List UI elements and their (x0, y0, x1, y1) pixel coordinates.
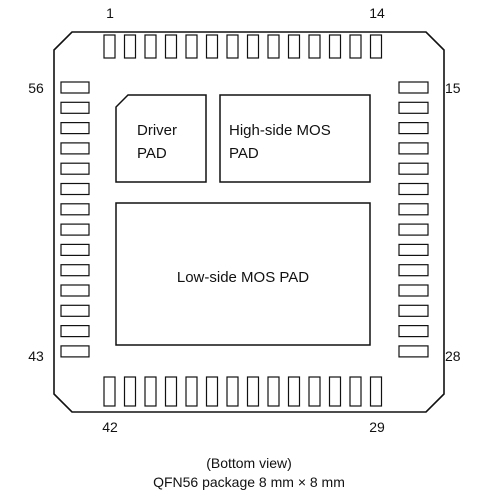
pin-18 (398, 142, 429, 155)
pin-42 (103, 376, 116, 407)
pin-36 (226, 376, 239, 407)
pin-51 (60, 182, 90, 196)
pin-label-28: 28 (445, 348, 461, 364)
pin-6 (205, 34, 219, 59)
pin-9 (267, 34, 280, 59)
pin-47 (60, 264, 90, 277)
pin-31 (328, 376, 342, 407)
high-side-mos-pad (219, 94, 371, 183)
pin-1 (103, 34, 116, 59)
pin-27 (398, 325, 429, 338)
caption-package: QFN56 package 8 mm × 8 mm (153, 474, 345, 490)
pin-49 (60, 223, 90, 236)
pin-34 (267, 376, 280, 407)
pin-38 (185, 376, 198, 407)
pin-13 (349, 34, 362, 59)
pin-43 (60, 345, 90, 358)
pin-33 (287, 376, 301, 407)
pin-row-top (103, 34, 383, 59)
pin-53 (60, 142, 90, 155)
pin-32 (308, 376, 321, 407)
pin-23 (398, 243, 429, 256)
caption-view: (Bottom view) (206, 455, 292, 471)
pin-40 (144, 376, 157, 407)
pin-20 (398, 182, 429, 196)
pin-12 (328, 34, 342, 59)
pin-25 (398, 284, 429, 297)
pin-55 (60, 101, 90, 114)
pin-8 (246, 34, 260, 59)
pin-48 (60, 243, 90, 256)
pin-56 (60, 81, 90, 94)
pin-35 (246, 376, 260, 407)
high-side-pad-label-1: High-side MOS (229, 122, 331, 139)
pin-29 (369, 376, 383, 407)
pin-52 (60, 162, 90, 175)
high-side-pad-label-2: PAD (229, 145, 259, 162)
pin-24 (398, 264, 429, 277)
pin-10 (287, 34, 301, 59)
pin-54 (60, 121, 90, 135)
pin-16 (398, 101, 429, 114)
driver-pad-label-2: PAD (137, 145, 167, 162)
pin-39 (164, 376, 178, 407)
pin-row-bottom (103, 376, 383, 407)
pin-label-14: 14 (369, 5, 385, 21)
pin-label-15: 15 (445, 80, 461, 96)
driver-pad (115, 94, 207, 183)
pin-17 (398, 121, 429, 135)
pin-26 (398, 304, 429, 317)
pin-28 (398, 345, 429, 358)
pin-44 (60, 325, 90, 338)
pin-3 (144, 34, 157, 59)
driver-pad-label-1: Driver (137, 122, 177, 139)
pin-4 (164, 34, 178, 59)
pin-label-43: 43 (28, 348, 44, 364)
pin-15 (398, 81, 429, 94)
pin-37 (205, 376, 219, 407)
pin-50 (60, 203, 90, 216)
pin-21 (398, 203, 429, 216)
pin-2 (123, 34, 137, 59)
pin-7 (226, 34, 239, 59)
pin-46 (60, 284, 90, 297)
pin-11 (308, 34, 321, 59)
pin-column-left (60, 81, 90, 358)
pin-45 (60, 304, 90, 317)
pin-label-42: 42 (102, 419, 118, 435)
pin-column-right (398, 81, 429, 358)
package-outline (53, 31, 445, 413)
pin-label-56: 56 (28, 80, 44, 96)
pin-label-1: 1 (106, 5, 114, 21)
pin-14 (369, 34, 383, 59)
pin-22 (398, 223, 429, 236)
pin-5 (185, 34, 198, 59)
pin-30 (349, 376, 362, 407)
pin-19 (398, 162, 429, 175)
low-side-mos-pad (115, 202, 371, 346)
low-side-pad-label: Low-side MOS PAD (177, 269, 309, 286)
pin-41 (123, 376, 137, 407)
pin-label-29: 29 (369, 419, 385, 435)
